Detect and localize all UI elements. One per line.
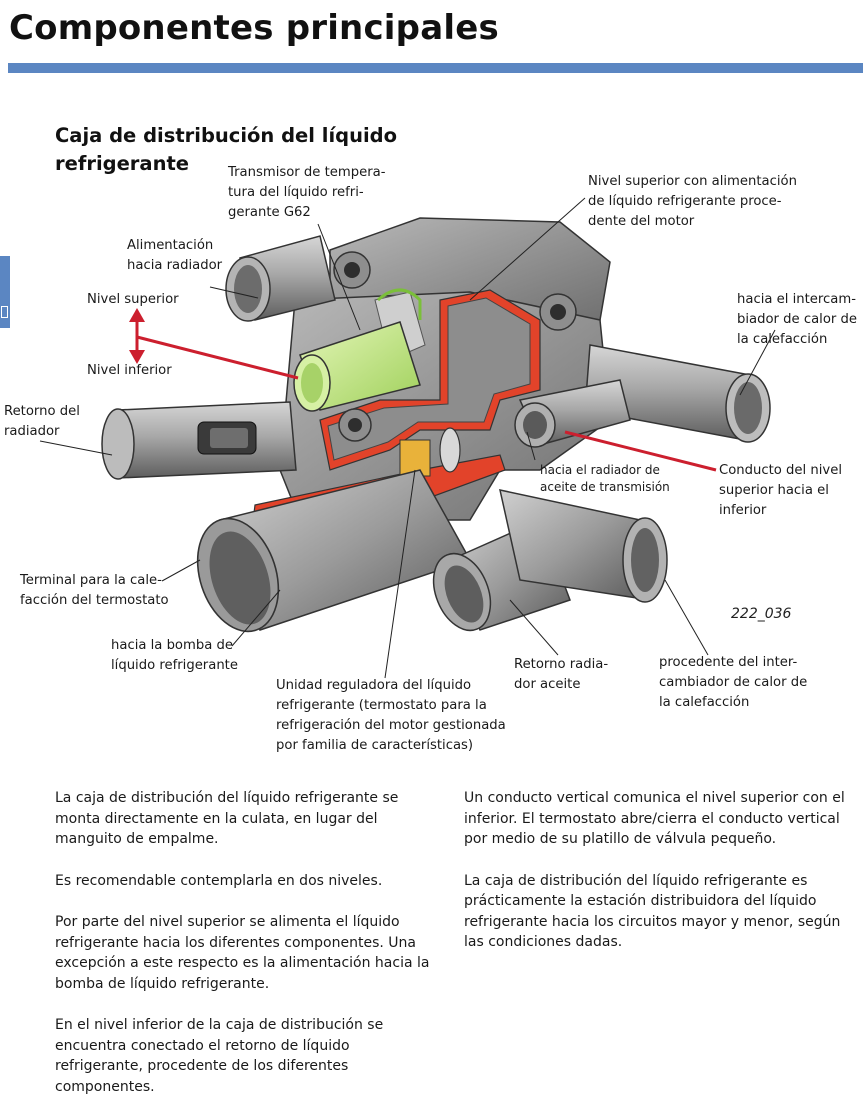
text-line: La caja de distribución del líquido refr…: [55, 790, 399, 806]
label-line: facción del termostato: [20, 593, 169, 608]
text-line: las condiciones dadas.: [464, 934, 623, 950]
side-tab: [0, 256, 10, 328]
body-paragraph: En el nivel inferior de la caja de distr…: [55, 1015, 425, 1097]
title-rule: [8, 63, 863, 73]
label-line: la calefacción: [659, 695, 750, 710]
label-alimentacion-radiador: Alimentación hacia radiador: [127, 236, 222, 276]
label-retorno-aceite: Retorno radia- dor aceite: [514, 655, 608, 695]
pipe-alimentacion-radiador: [225, 235, 336, 322]
text-line: Un conducto vertical comunica el nivel s…: [464, 790, 845, 806]
label-nivel-superior: Nivel superior: [87, 292, 179, 307]
text-line: refrigerante hacia los diferentes compon…: [55, 934, 416, 951]
label-line: Retorno del: [4, 404, 80, 419]
level-indicator: [129, 308, 717, 472]
text-line: refrigerante hacia los circuitos mayor y…: [464, 913, 841, 930]
label-line: gerante G62: [228, 205, 311, 220]
pipe-radiador-aceite: [514, 379, 631, 448]
label-line: Alimentación: [127, 238, 214, 253]
text-line: En el nivel inferior de la caja de distr…: [55, 1017, 384, 1033]
pipe-procedente-intercambiador: [499, 489, 668, 603]
label-transmisor-g62: Transmisor de tempera- tura del líquido …: [228, 163, 385, 223]
label-conducto-nivel: Conducto del nivel superior hacia el inf…: [719, 461, 842, 521]
label-line: hacia el intercam-: [737, 292, 856, 307]
label-line: de líquido refrigerante proce-: [588, 194, 782, 209]
body-paragraph: La caja de distribución del líquido refr…: [55, 788, 425, 850]
text-line: excepción a este respecto es la alimenta…: [55, 955, 430, 971]
text-line: componentes.: [55, 1078, 155, 1095]
text-line: monta directamente en la culata, en luga…: [55, 810, 378, 827]
text-line: Por parte del nivel superior se alimenta…: [55, 914, 400, 930]
text-line: bomba de líquido refrigerante.: [55, 975, 270, 992]
text-line: Es recomendable contemplarla en dos nive…: [55, 872, 383, 889]
body-paragraph: Un conducto vertical comunica el nivel s…: [464, 788, 859, 850]
label-unidad-reguladora: Unidad reguladora del líquido refrigeran…: [276, 676, 506, 756]
side-tab-icon: [1, 306, 8, 318]
text-line: La caja de distribución del líquido refr…: [464, 872, 808, 889]
text-line: por medio de su platillo de válvula pequ…: [464, 831, 777, 847]
section-title: Caja de distribución del líquido refrige…: [55, 122, 397, 178]
label-line: tura del líquido refri-: [228, 185, 364, 200]
label-line: Unidad reguladora del líquido: [276, 678, 472, 693]
label-line: Transmisor de tempera-: [228, 165, 386, 180]
body-column-left: La caja de distribución del líquido refr…: [55, 788, 430, 1118]
label-radiador-aceite: hacia el radiador de aceite de transmisi…: [540, 462, 670, 496]
label-line: por familia de características): [276, 738, 474, 753]
label-retorno-radiador: Retorno del radiador: [4, 402, 80, 442]
label-line: Conducto del nivel: [719, 463, 842, 478]
label-line: líquido refrigerante: [111, 658, 238, 673]
label-line: Terminal para la cale-: [20, 573, 162, 588]
body-paragraph: La caja de distribución del líquido refr…: [464, 871, 859, 953]
leader-lines: [39, 197, 776, 679]
page-title: Componentes principales: [9, 8, 499, 48]
label-nivel-superior-alimentacion: Nivel superior con alimentación de líqui…: [588, 172, 797, 232]
label-line: hacia la bomba de: [111, 638, 233, 653]
text-line: manguito de empalme.: [55, 831, 219, 847]
label-intercambiador-calor: hacia el intercam- biador de calor de la…: [737, 290, 857, 350]
label-line: cambiador de calor de: [659, 675, 808, 690]
label-line: refrigerante (termostato para la: [276, 698, 487, 713]
label-terminal-calefaccion: Terminal para la cale- facción del termo…: [20, 571, 169, 611]
body-paragraph: Es recomendable contemplarla en dos nive…: [55, 871, 425, 892]
label-line: dor aceite: [514, 677, 581, 692]
temperature-sensor-g62: [293, 288, 426, 412]
label-line: refrigeración del motor gestionada: [276, 718, 506, 733]
label-line: procedente del inter-: [659, 655, 798, 670]
coolant-distribution-housing-diagram: [39, 197, 776, 679]
label-line: Retorno radia-: [514, 657, 609, 672]
label-procedente-intercambiador: procedente del inter- cambiador de calor…: [659, 653, 807, 713]
label-line: Nivel superior con alimentación: [588, 174, 797, 189]
body-column-right: Un conducto vertical comunica el nivel s…: [464, 788, 859, 974]
label-line: hacia el radiador de: [540, 463, 660, 477]
label-line: biador de calor de: [737, 312, 858, 327]
text-line: prácticamente la estación distribuidora …: [464, 893, 817, 909]
label-line: aceite de transmisión: [540, 480, 670, 494]
label-line: superior hacia el: [719, 483, 829, 498]
label-line: la calefacción: [737, 332, 828, 347]
label-line: hacia radiador: [127, 258, 223, 273]
figure-id: 222_036: [731, 606, 792, 622]
text-line: inferior. El termostato abre/cierra el c…: [464, 810, 840, 827]
body-paragraph: Por parte del nivel superior se alimenta…: [55, 912, 430, 994]
pipe-retorno-radiador: [101, 401, 297, 480]
text-line: refrigerante, procedente de los diferent…: [55, 1058, 349, 1074]
label-bomba: hacia la bomba de líquido refrigerante: [111, 636, 238, 676]
pipe-bomba: [196, 469, 472, 633]
section-title-line: Caja de distribución del líquido: [55, 124, 398, 147]
label-line: radiador: [4, 424, 60, 439]
label-line: dente del motor: [588, 214, 695, 229]
label-line: inferior: [719, 503, 767, 518]
text-line: encuentra conectado el retorno de líquid…: [55, 1037, 350, 1054]
section-title-line: refrigerante: [55, 152, 190, 175]
housing-body: [249, 217, 611, 546]
label-nivel-inferior: Nivel inferior: [87, 363, 172, 378]
